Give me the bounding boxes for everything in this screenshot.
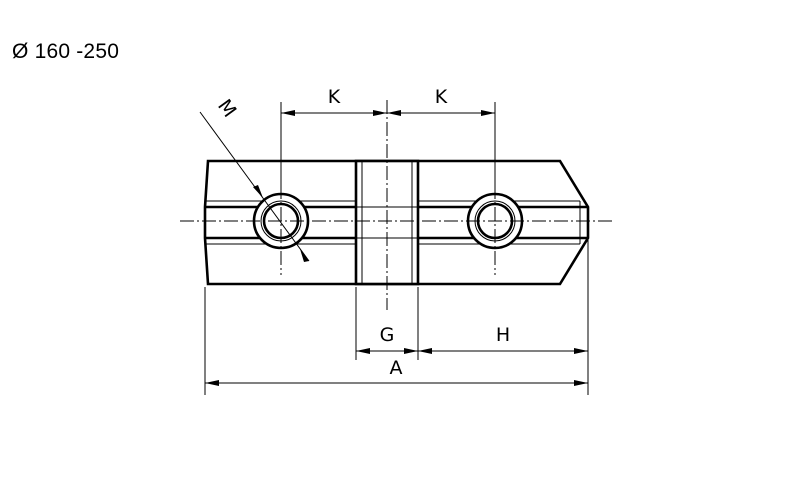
k-right-dimension xyxy=(387,110,495,116)
h-label: H xyxy=(496,324,510,346)
g-dimension xyxy=(356,348,418,354)
a-dimension xyxy=(205,380,588,386)
k-left-dimension xyxy=(281,110,387,116)
g-label: G xyxy=(380,324,395,346)
k-left-label: K xyxy=(328,86,341,108)
h-dimension xyxy=(418,348,588,354)
size-range-label: Ø 160 -250 xyxy=(12,40,120,63)
jaw-outline xyxy=(203,159,590,286)
k-right-label: K xyxy=(435,86,448,108)
a-label: A xyxy=(390,357,403,379)
thread-leader xyxy=(199,111,310,262)
thread-label: M xyxy=(213,95,240,121)
